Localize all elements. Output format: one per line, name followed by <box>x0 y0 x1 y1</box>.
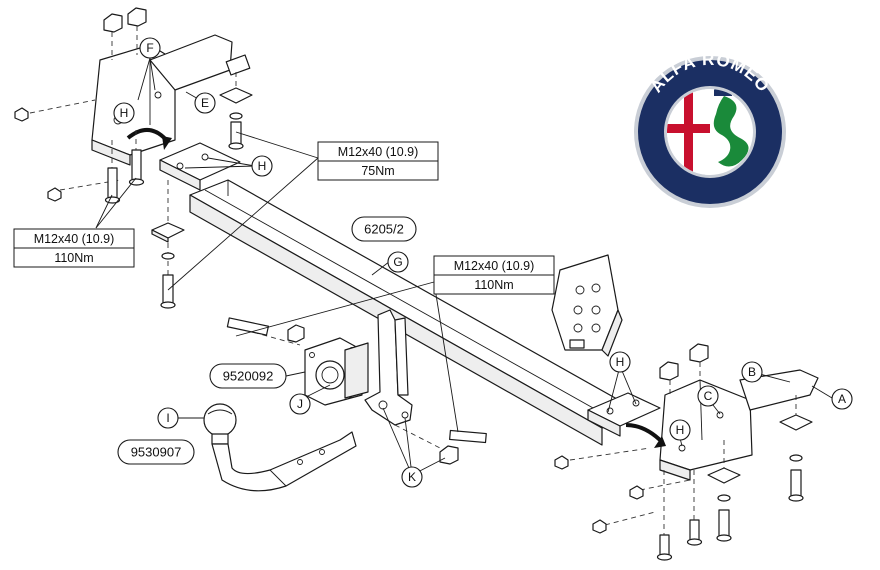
svg-text:M12x40 (10.9): M12x40 (10.9) <box>34 232 115 246</box>
part-number-crossbar: 6205/2 <box>351 216 417 242</box>
inset-detail <box>551 254 623 357</box>
svg-text:I: I <box>166 411 169 425</box>
svg-text:F: F <box>146 41 153 55</box>
svg-text:M12x40 (10.9): M12x40 (10.9) <box>338 145 419 159</box>
part-number-towball: 9530907 <box>117 439 195 465</box>
fasteners-top-left <box>14 7 147 204</box>
callout-I: I <box>157 407 179 429</box>
svg-text:H: H <box>120 106 129 120</box>
callout-H-left-bracket: H <box>113 102 135 124</box>
left-bracket <box>91 34 251 166</box>
alfa-romeo-logo: ALFA ROMEO <box>634 50 786 208</box>
svg-text:9530907: 9530907 <box>131 445 182 460</box>
callout-B: B <box>741 361 763 383</box>
right-install-arrow <box>625 423 664 444</box>
callout-G: G <box>387 251 409 273</box>
svg-text:6205/2: 6205/2 <box>364 222 404 237</box>
svg-text:M12x40 (10.9): M12x40 (10.9) <box>454 259 535 273</box>
callout-H-left-plate: H <box>251 155 273 177</box>
spec-box-top-right: M12x40 (10.9) 75Nm <box>317 141 439 181</box>
callout-K: K <box>401 466 423 488</box>
towball <box>203 403 357 492</box>
svg-text:110Nm: 110Nm <box>54 251 93 265</box>
callout-E: E <box>194 92 216 114</box>
callout-A: A <box>831 388 853 410</box>
svg-text:C: C <box>704 389 713 403</box>
callout-F: F <box>139 37 161 59</box>
svg-text:H: H <box>258 159 267 173</box>
callout-H-right-plate: H <box>609 351 631 373</box>
svg-text:75Nm: 75Nm <box>361 164 394 178</box>
svg-text:H: H <box>676 423 685 437</box>
svg-text:H: H <box>616 355 625 369</box>
callout-C: C <box>697 385 719 407</box>
svg-text:K: K <box>408 470 416 484</box>
socket-plate <box>226 317 369 406</box>
callout-J: J <box>289 393 311 415</box>
svg-text:E: E <box>201 96 209 110</box>
svg-text:G: G <box>393 255 402 269</box>
callout-H-right-bracket: H <box>669 419 691 441</box>
right-bracket <box>625 369 819 481</box>
part-number-socket-plate: 9520092 <box>209 363 287 389</box>
svg-text:A: A <box>838 392 846 406</box>
svg-text:J: J <box>297 397 303 411</box>
hanger-bracket <box>364 309 487 465</box>
svg-text:B: B <box>748 365 756 379</box>
svg-text:9520092: 9520092 <box>223 369 274 384</box>
svg-text:110Nm: 110Nm <box>474 278 513 292</box>
spec-box-center: M12x40 (10.9) 110Nm <box>433 255 555 295</box>
spec-box-left: M12x40 (10.9) 110Nm <box>13 228 135 268</box>
fasteners-right <box>554 343 813 561</box>
